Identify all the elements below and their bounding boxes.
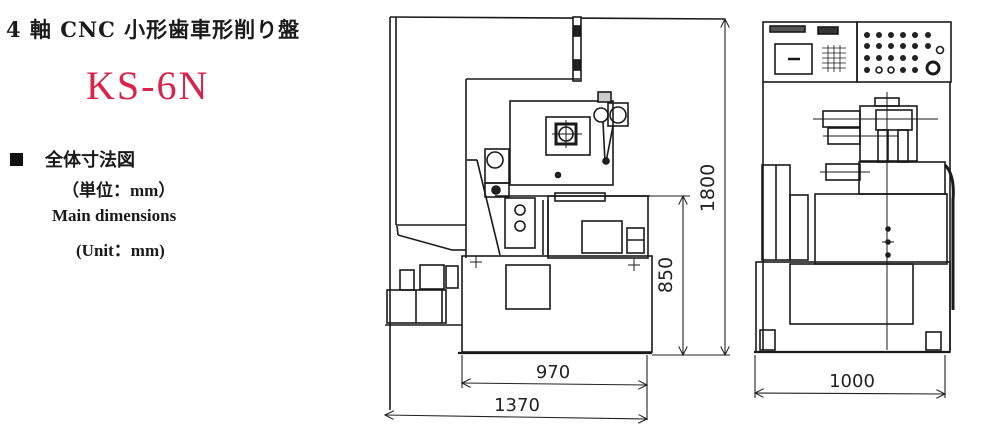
dimension-width-side: 1000 <box>829 371 875 392</box>
front-view-dimensions <box>385 19 730 420</box>
dimension-height-table: 850 <box>655 257 677 293</box>
side-view <box>754 21 955 354</box>
unit-en: (Unit：mm) <box>76 241 165 260</box>
front-view <box>385 16 726 410</box>
section-title-en: Main dimensions <box>52 206 177 225</box>
dimension-width-total: 1370 <box>494 395 540 416</box>
side-view-dimensions <box>755 355 945 398</box>
dimension-height-total: 1800 <box>697 164 719 212</box>
dimension-width-body: 970 <box>536 362 570 383</box>
page-title: 4 軸 CNC 小形歯車形削り盤 <box>6 17 301 42</box>
unit-ja: （単位：mm） <box>62 181 176 200</box>
section-heading: 全体寸法図 <box>10 146 135 172</box>
square-bullet-icon <box>10 153 23 166</box>
section-title-ja: 全体寸法図 <box>45 150 135 171</box>
model-name: KS-6N <box>86 63 210 108</box>
